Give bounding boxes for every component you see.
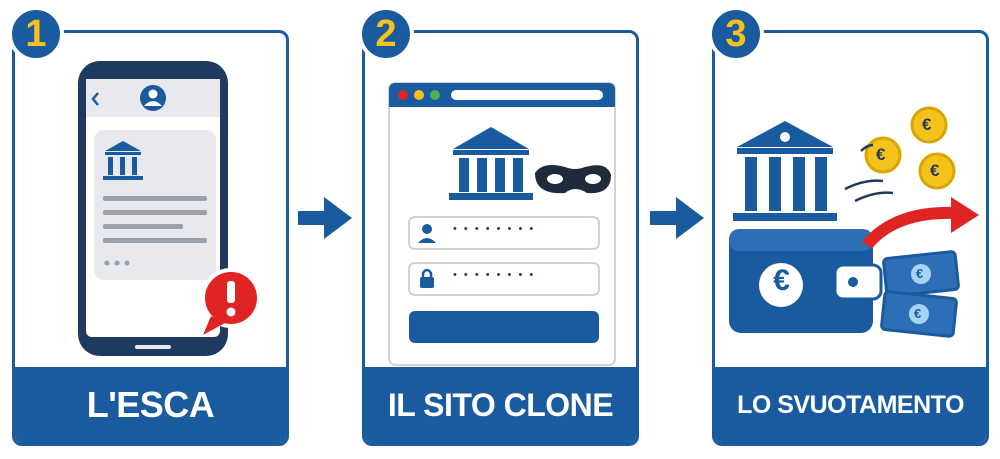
step-footer-3: LO SVUOTAMENTO — [715, 367, 986, 443]
alert-icon — [201, 268, 261, 335]
step-footer-1: L'ESCA — [15, 367, 286, 443]
step-number-badge-2: 2 — [358, 6, 414, 62]
step-panel-2: • • • • • • • • • • • • • • • • IL SITO … — [362, 30, 639, 446]
coin-euro-symbol: € — [876, 145, 886, 164]
phishing-sms-phone-icon — [78, 61, 261, 356]
step-number-badge-1: 1 — [8, 6, 64, 62]
banknote-euro-symbol: € — [916, 266, 924, 281]
bank-icon — [449, 127, 533, 200]
step-panel-1: L'ESCA — [12, 30, 289, 446]
username-input[interactable]: • • • • • • • • — [453, 223, 536, 235]
step-footer-2: IL SITO CLONE — [365, 367, 636, 443]
arrow-right-icon — [298, 197, 352, 239]
password-input[interactable]: • • • • • • • • — [453, 269, 536, 281]
mask-icon — [535, 165, 611, 194]
bank-icon — [733, 121, 837, 221]
step-title: L'ESCA — [86, 384, 215, 425]
login-button — [409, 311, 599, 343]
coin-icon — [864, 106, 956, 190]
fake-bank-login-page-icon — [388, 82, 616, 366]
step-number-badge-3: 3 — [708, 6, 764, 62]
emptied-wallet-money-icon — [729, 106, 979, 338]
banknote-euro-symbol: € — [914, 306, 922, 321]
step-title: LO SVUOTAMENTO — [737, 390, 964, 419]
coin-euro-symbol: € — [930, 161, 940, 180]
banknote-icon — [880, 250, 960, 338]
wallet-euro-symbol: € — [773, 264, 790, 297]
step-title: IL SITO CLONE — [387, 386, 614, 423]
wallet-icon — [729, 229, 883, 333]
arrow-right-icon — [650, 197, 704, 239]
coin-euro-symbol: € — [922, 115, 932, 134]
step-panel-3: € € € € € € LO SVUOTAMENTO — [712, 30, 989, 446]
